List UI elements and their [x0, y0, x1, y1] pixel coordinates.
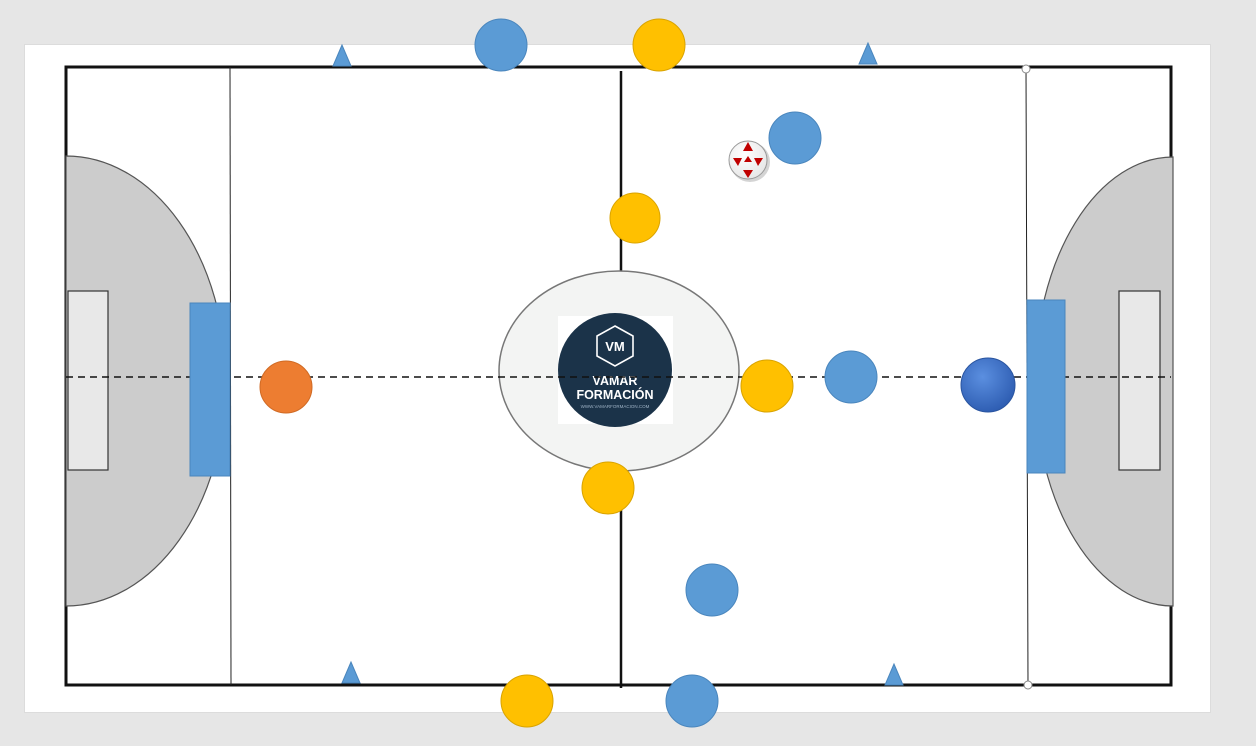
player-marker-yellow[interactable]	[581, 461, 635, 515]
player-marker-blue[interactable]	[685, 563, 739, 617]
player-marker-blue[interactable]	[474, 18, 528, 72]
ball-icon[interactable]	[728, 140, 770, 182]
player-marker-blue[interactable]	[824, 350, 878, 404]
logo-url: WWW.VAMARFORMACION.COM	[581, 404, 650, 409]
logo-monogram: VM	[605, 339, 625, 354]
right-blue-block[interactable]	[1026, 299, 1066, 474]
left-blue-block[interactable]	[189, 302, 231, 477]
selection-handle[interactable]	[1023, 680, 1033, 690]
logo-line2: FORMACIÓN	[576, 387, 653, 402]
cone-icon[interactable]	[884, 662, 904, 686]
player-marker-blue[interactable]	[768, 111, 822, 165]
logo-line1: VAMAR	[593, 374, 638, 388]
player-marker-yellow[interactable]	[740, 359, 794, 413]
hexagon-icon	[596, 325, 634, 367]
goalkeeper-marker-blue[interactable]	[960, 357, 1016, 413]
vamar-formacion-logo: VM VAMAR FORMACIÓN WWW.VAMARFORMACION.CO…	[558, 313, 673, 427]
right-goal-box	[1118, 290, 1161, 471]
selection-handle[interactable]	[1021, 64, 1031, 74]
goalkeeper-marker-orange[interactable]	[259, 360, 313, 414]
player-marker-yellow[interactable]	[632, 18, 686, 72]
cone-icon[interactable]	[858, 41, 878, 65]
cone-icon[interactable]	[332, 43, 352, 67]
left-goal-box	[67, 290, 109, 471]
player-marker-yellow[interactable]	[609, 192, 661, 244]
player-marker-yellow[interactable]	[500, 674, 554, 728]
cone-icon[interactable]	[341, 660, 361, 684]
player-marker-blue[interactable]	[665, 674, 719, 728]
logo-badge	[558, 313, 672, 427]
